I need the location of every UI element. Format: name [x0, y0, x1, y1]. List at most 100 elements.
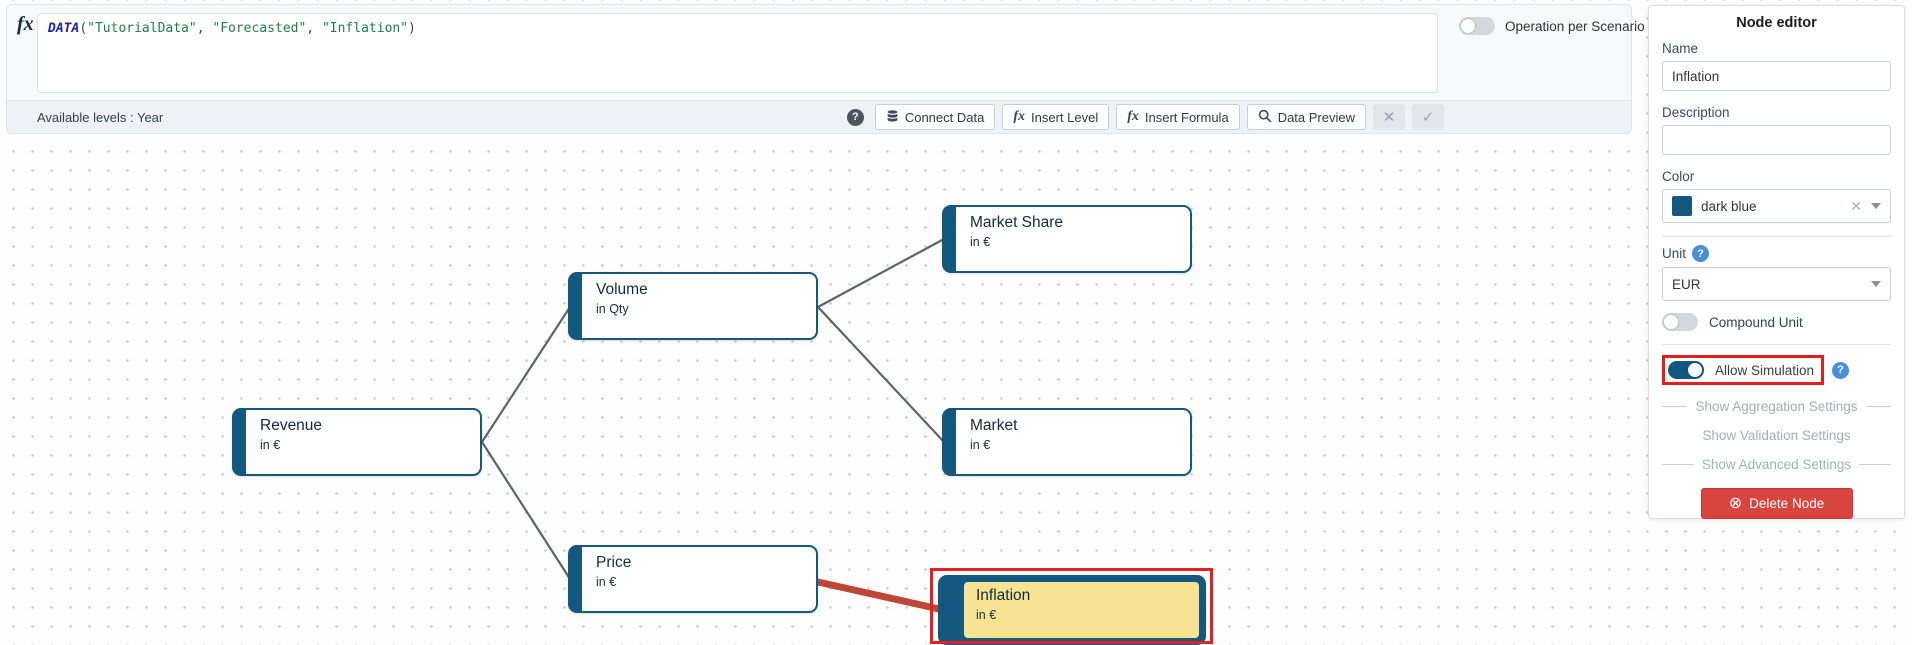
show-validation-settings-link[interactable]: Show Validation Settings [1702, 428, 1851, 443]
show-aggregation-settings-link[interactable]: Show Aggregation Settings [1695, 399, 1858, 414]
available-levels-label: Available levels : Year [37, 109, 164, 125]
formula-function: DATA [48, 21, 80, 36]
insert-formula-label: Insert Formula [1144, 109, 1229, 125]
toolbar-buttons: ? Connect Data fx Insert Level fx Insert… [843, 104, 1444, 130]
fx-icon: fx [1013, 109, 1025, 124]
node-title: Price [596, 554, 632, 571]
insert-level-button[interactable]: fx Insert Level [1002, 104, 1110, 130]
allow-simulation-toggle[interactable] [1668, 361, 1704, 379]
divider [1865, 406, 1891, 407]
node-color-bar [943, 409, 956, 475]
edge-revenue-volume [481, 306, 571, 443]
node-title: Inflation [976, 587, 1031, 604]
insert-formula-button[interactable]: fx Insert Formula [1116, 104, 1240, 130]
divider [1859, 464, 1892, 465]
aggregation-settings-row: Show Aggregation Settings [1662, 399, 1891, 414]
circled-x-icon: ⊗ [1728, 494, 1743, 512]
panel-title: Node editor [1736, 15, 1817, 31]
node-title: Revenue [260, 417, 323, 434]
allow-simulation-label: Allow Simulation [1715, 362, 1815, 378]
connect-data-button[interactable]: Connect Data [874, 104, 996, 130]
compound-unit-toggle[interactable] [1662, 313, 1698, 331]
data-preview-button[interactable]: Data Preview [1246, 104, 1366, 130]
node-color-bar [233, 409, 246, 475]
check-icon: ✓ [1421, 109, 1435, 126]
advanced-settings-row: Show Advanced Settings [1662, 457, 1892, 472]
operation-per-scenario-row: Operation per Scenario [1459, 17, 1645, 35]
chevron-down-icon [1871, 203, 1881, 209]
node-inflation-body: Inflation in € [964, 582, 1199, 638]
validation-settings-row: Show Validation Settings [1662, 428, 1891, 443]
color-label: Color [1662, 169, 1695, 184]
data-preview-label: Data Preview [1277, 109, 1355, 125]
node-unit: in € [976, 608, 997, 622]
color-value: dark blue [1701, 198, 1757, 214]
edge-price-inflation-highlighted [814, 578, 952, 615]
formula-arg-measure: "Inflation" [321, 21, 409, 36]
confirm-formula-button[interactable]: ✓ [1412, 104, 1444, 130]
formula-toolbar: Available levels : Year ? Connect Data f… [7, 100, 1631, 133]
description-input[interactable] [1662, 125, 1891, 155]
node-inflation-selected[interactable]: Inflation in € [938, 575, 1206, 645]
toggle-knob [1664, 315, 1678, 329]
compound-unit-label: Compound Unit [1709, 314, 1803, 330]
cancel-formula-button[interactable]: ✕ [1373, 104, 1405, 130]
search-icon [1258, 109, 1272, 126]
allow-simulation-help-icon[interactable]: ? [1832, 361, 1850, 379]
node-title: Volume [596, 281, 648, 298]
color-select[interactable]: dark blue ✕ [1662, 189, 1891, 223]
unit-help-icon[interactable]: ? [1692, 245, 1710, 262]
node-market[interactable]: Market in € [942, 408, 1192, 476]
node-volume[interactable]: Volume in Qty [568, 272, 818, 340]
description-label: Description [1662, 105, 1730, 120]
node-title: Market [970, 417, 1018, 434]
formula-arg-scenario: "Forecasted" [212, 21, 307, 36]
show-advanced-settings-link[interactable]: Show Advanced Settings [1701, 457, 1852, 472]
formula-paren: ) [408, 21, 416, 36]
formula-editor[interactable]: DATA("TutorialData", "Forecasted", "Infl… [37, 13, 1438, 93]
compound-unit-row: Compound Unit [1662, 313, 1891, 331]
node-editor-panel: Node editor Name Description Color dark … [1648, 5, 1905, 519]
node-revenue[interactable]: Revenue in € [232, 408, 482, 476]
unit-value: EUR [1672, 276, 1701, 292]
color-swatch [1672, 196, 1692, 216]
node-market-share[interactable]: Market Share in € [942, 205, 1192, 273]
unit-label: Unit [1662, 246, 1687, 261]
help-button[interactable]: ? [843, 104, 868, 130]
chevron-down-icon [1871, 281, 1881, 287]
formula-sep: , [196, 21, 213, 36]
toggle-knob [1688, 363, 1702, 377]
edge-revenue-price [481, 441, 571, 580]
delete-node-label: Delete Node [1749, 496, 1825, 511]
delete-node-button[interactable]: ⊗ Delete Node [1700, 488, 1853, 519]
node-unit: in € [596, 575, 617, 589]
edge-volume-market [817, 306, 945, 443]
node-title: Market Share [970, 214, 1064, 231]
allow-simulation-row: Allow Simulation ? [1662, 355, 1891, 385]
operation-per-scenario-label: Operation per Scenario [1505, 18, 1645, 34]
node-color-bar [943, 206, 956, 272]
connect-data-label: Connect Data [904, 109, 985, 125]
divider [1662, 406, 1688, 407]
fx-icon: fx [1127, 109, 1139, 124]
edge-volume-marketshare [817, 238, 945, 308]
unit-label-row: Unit ? [1662, 245, 1891, 262]
formula-paren: ( [79, 21, 88, 36]
unit-select[interactable]: EUR [1662, 267, 1891, 301]
operation-per-scenario-toggle[interactable] [1459, 17, 1495, 35]
divider [1662, 236, 1891, 237]
database-icon [886, 109, 899, 126]
toggle-knob [1461, 19, 1475, 33]
fx-icon: fx [17, 13, 34, 35]
node-unit: in € [970, 438, 991, 452]
formula-arg-model: "TutorialData" [87, 21, 197, 36]
node-color-bar [569, 273, 582, 339]
help-icon: ? [846, 108, 864, 126]
formula-sep: , [306, 21, 322, 36]
name-input[interactable] [1662, 61, 1891, 91]
node-unit: in € [260, 438, 281, 452]
node-price[interactable]: Price in € [568, 545, 818, 613]
clear-color-icon[interactable]: ✕ [1850, 197, 1862, 214]
divider [1662, 344, 1891, 345]
